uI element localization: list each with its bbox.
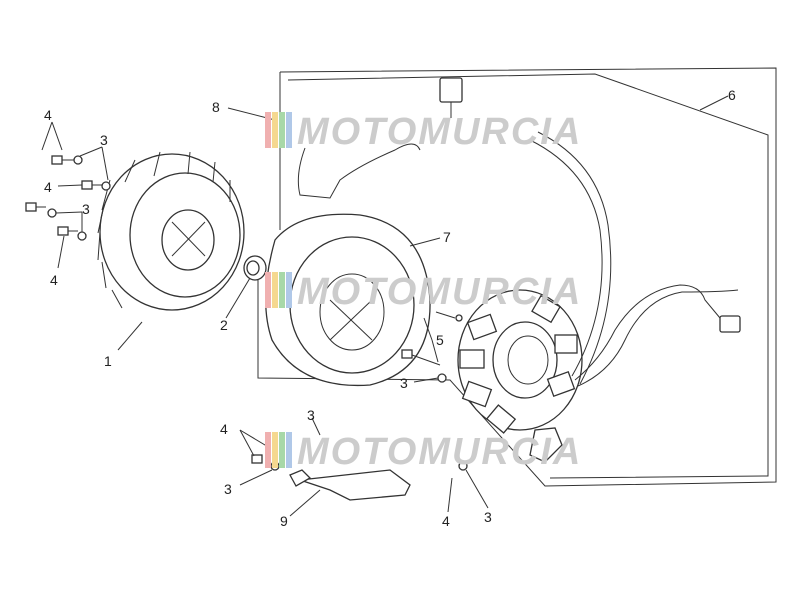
washer-3-d bbox=[77, 231, 87, 241]
label-3-bracket: 3 bbox=[307, 407, 315, 423]
label-5: 5 bbox=[436, 332, 444, 348]
label-2: 2 bbox=[220, 317, 228, 333]
assembly-frame bbox=[257, 67, 777, 487]
label-3-lower: 3 bbox=[224, 481, 232, 497]
label-4-bracket: 4 bbox=[220, 421, 228, 437]
label-7: 7 bbox=[443, 229, 451, 245]
screw-4-e bbox=[251, 454, 263, 464]
wiring-harness bbox=[297, 77, 741, 387]
washer-3-g bbox=[458, 461, 468, 471]
nut-part bbox=[243, 255, 267, 281]
label-3-stator: 3 bbox=[484, 509, 492, 525]
label-9: 9 bbox=[280, 513, 288, 529]
watermark-1: MOTOMURCIA bbox=[265, 111, 582, 153]
washer-3-c bbox=[47, 208, 57, 218]
screw-4-b bbox=[81, 180, 102, 190]
label-4-stator: 4 bbox=[442, 513, 450, 529]
label-6: 6 bbox=[728, 87, 736, 103]
label-3-mid: 3 bbox=[82, 201, 90, 217]
rotor-part bbox=[265, 213, 431, 387]
flywheel-part bbox=[97, 151, 245, 311]
watermark-3: MOTOMURCIA bbox=[265, 431, 582, 473]
label-3-right: 3 bbox=[400, 375, 408, 391]
washer-3-a bbox=[73, 155, 83, 165]
washer-3-b bbox=[101, 181, 111, 191]
screw-5 bbox=[401, 349, 441, 366]
watermark-2: MOTOMURCIA bbox=[265, 271, 582, 313]
watermark-text-2: MOTOMURCIA bbox=[297, 271, 582, 313]
bracket-part bbox=[289, 469, 411, 501]
washer-3-e bbox=[437, 373, 447, 383]
leader-lines bbox=[41, 95, 729, 517]
watermark-text-3: MOTOMURCIA bbox=[297, 431, 582, 473]
screw-4-a bbox=[51, 155, 74, 165]
label-4-top: 4 bbox=[44, 107, 52, 123]
label-4-bottom: 4 bbox=[50, 272, 58, 288]
label-4-mid: 4 bbox=[44, 179, 52, 195]
stator-part bbox=[457, 289, 583, 463]
screw-4-d bbox=[57, 226, 78, 236]
watermark-group: MOTOMURCIA MOTOMURCIA MOTOMURCIA bbox=[265, 111, 582, 473]
label-1: 1 bbox=[104, 353, 112, 369]
label-3-top: 3 bbox=[100, 132, 108, 148]
watermark-text-1: MOTOMURCIA bbox=[297, 111, 582, 153]
connector-plug-top bbox=[439, 77, 463, 103]
callout-labels: 4 3 4 3 4 1 2 8 6 7 5 3 3 4 3 9 4 3 bbox=[44, 87, 736, 529]
screw-4-c bbox=[25, 202, 46, 212]
connector-plug bbox=[719, 315, 741, 333]
label-8: 8 bbox=[212, 99, 220, 115]
